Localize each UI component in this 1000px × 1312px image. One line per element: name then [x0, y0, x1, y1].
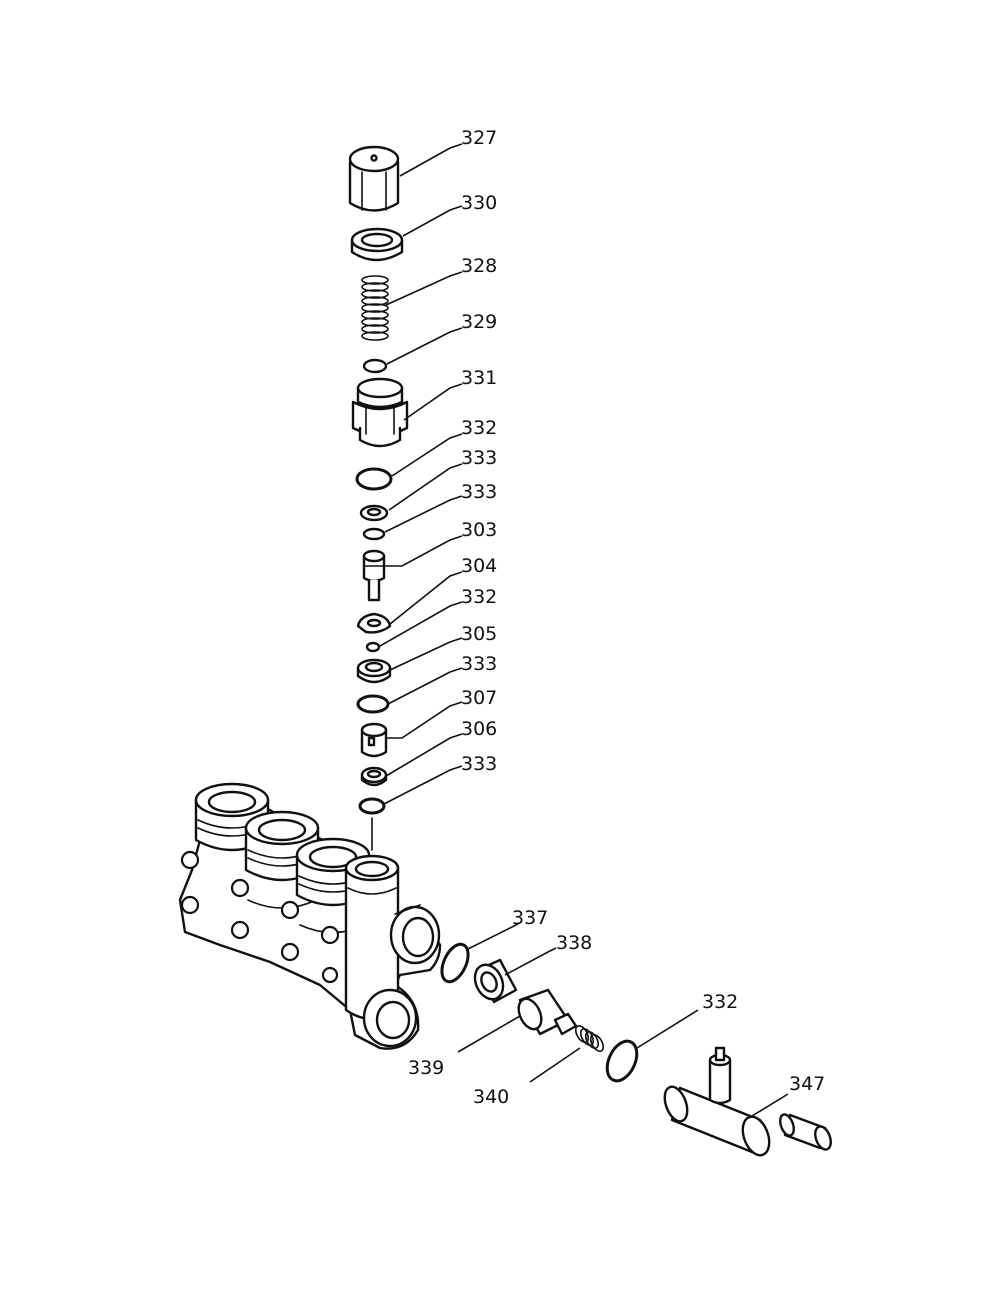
label-337: 337	[512, 907, 548, 929]
label-332-a: 332	[461, 417, 497, 439]
label-333-c: 333	[461, 653, 497, 675]
part-labels: 327 330 328 329 331 332 333 333 303 304 …	[408, 127, 825, 1108]
label-330: 330	[461, 192, 497, 214]
label-333-a: 333	[461, 447, 497, 469]
part-337-oring	[440, 942, 470, 984]
part-338-fitting	[473, 958, 518, 1004]
part-329-ring	[362, 358, 388, 374]
part-347-nipple	[779, 1113, 832, 1151]
part-333-ring-b	[362, 527, 386, 541]
label-333-b: 333	[461, 481, 497, 503]
label-347: 347	[789, 1073, 825, 1095]
part-332-ring-mid	[365, 641, 381, 653]
part-333-oring-d	[358, 797, 386, 815]
part-327-cap	[348, 145, 400, 212]
label-333-d: 333	[461, 753, 497, 775]
label-304: 304	[461, 555, 497, 577]
part-332-oring-right	[605, 1039, 639, 1083]
label-338: 338	[556, 932, 592, 954]
label-332-c: 332	[702, 991, 738, 1013]
part-333-oring-c	[356, 694, 390, 714]
part-injector-tee	[663, 1046, 771, 1157]
part-331-fitting	[351, 377, 409, 448]
leader-lines	[379, 143, 789, 1117]
part-339-valve	[517, 988, 578, 1036]
label-328: 328	[461, 255, 497, 277]
part-305-seat	[356, 658, 392, 684]
part-340-spring	[574, 1025, 605, 1052]
part-328-spring	[361, 275, 389, 341]
label-332-b: 332	[461, 586, 497, 608]
part-303-valve	[362, 549, 386, 602]
part-306-washer	[360, 766, 388, 787]
label-340: 340	[473, 1086, 509, 1108]
label-306: 306	[461, 718, 497, 740]
label-339: 339	[408, 1057, 444, 1079]
manifold-body	[178, 782, 442, 1050]
label-307: 307	[461, 687, 497, 709]
part-307-sleeve	[360, 722, 388, 758]
label-331: 331	[461, 367, 497, 389]
part-304-retainer	[356, 612, 392, 634]
label-327: 327	[461, 127, 497, 149]
part-332-oring-top	[355, 467, 393, 491]
part-333-seal-a	[359, 504, 389, 522]
label-329: 329	[461, 311, 497, 333]
label-305: 305	[461, 623, 497, 645]
part-330-nut	[350, 227, 404, 262]
label-303: 303	[461, 519, 497, 541]
